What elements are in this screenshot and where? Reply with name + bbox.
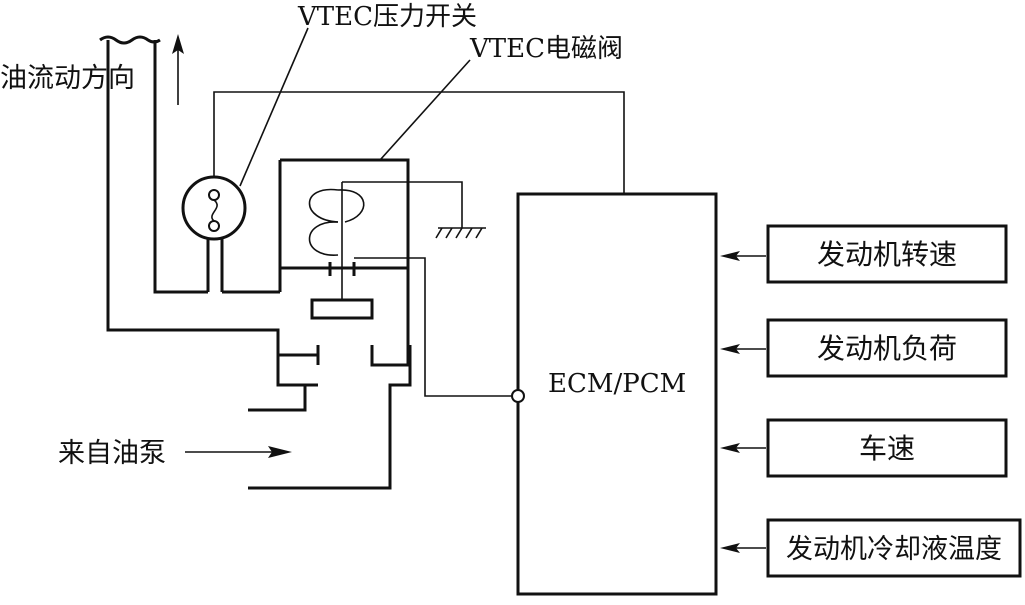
from-oil-pump-label: 来自油泵: [58, 438, 166, 469]
input-label-engine-load: 发动机负荷: [817, 332, 957, 365]
oil-flow-direction-label: 油流动方向: [0, 63, 135, 94]
ecm-pcm-label: ECM/PCM: [548, 369, 686, 399]
vtec-solenoid-valve: [278, 158, 512, 397]
ecm-pcm-unit: [511, 192, 718, 596]
solenoid-leader: [379, 59, 471, 161]
vtec-solenoid-valve-label: VTEC电磁阀: [469, 34, 623, 64]
pump-inlet-arrow: [185, 446, 292, 458]
oil-passage: [99, 35, 412, 490]
vtec-pressure-switch-label: VTEC压力开关: [297, 2, 477, 32]
input-label-coolant-temp: 发动机冷却液温度: [786, 534, 1002, 565]
input-label-vehicle-speed: 车速: [859, 432, 915, 465]
input-label-engine-speed: 发动机转速: [817, 238, 957, 271]
vtec-pressure-switch: [181, 27, 625, 292]
input-box-engine-speed: [766, 224, 1008, 284]
input-box-engine-load: [766, 318, 1008, 378]
input-box-vehicle-speed: [766, 418, 1008, 478]
input-arrows: [720, 251, 766, 553]
input-box-coolant-temp: [766, 518, 1022, 578]
flow-up-arrow: [172, 34, 184, 105]
